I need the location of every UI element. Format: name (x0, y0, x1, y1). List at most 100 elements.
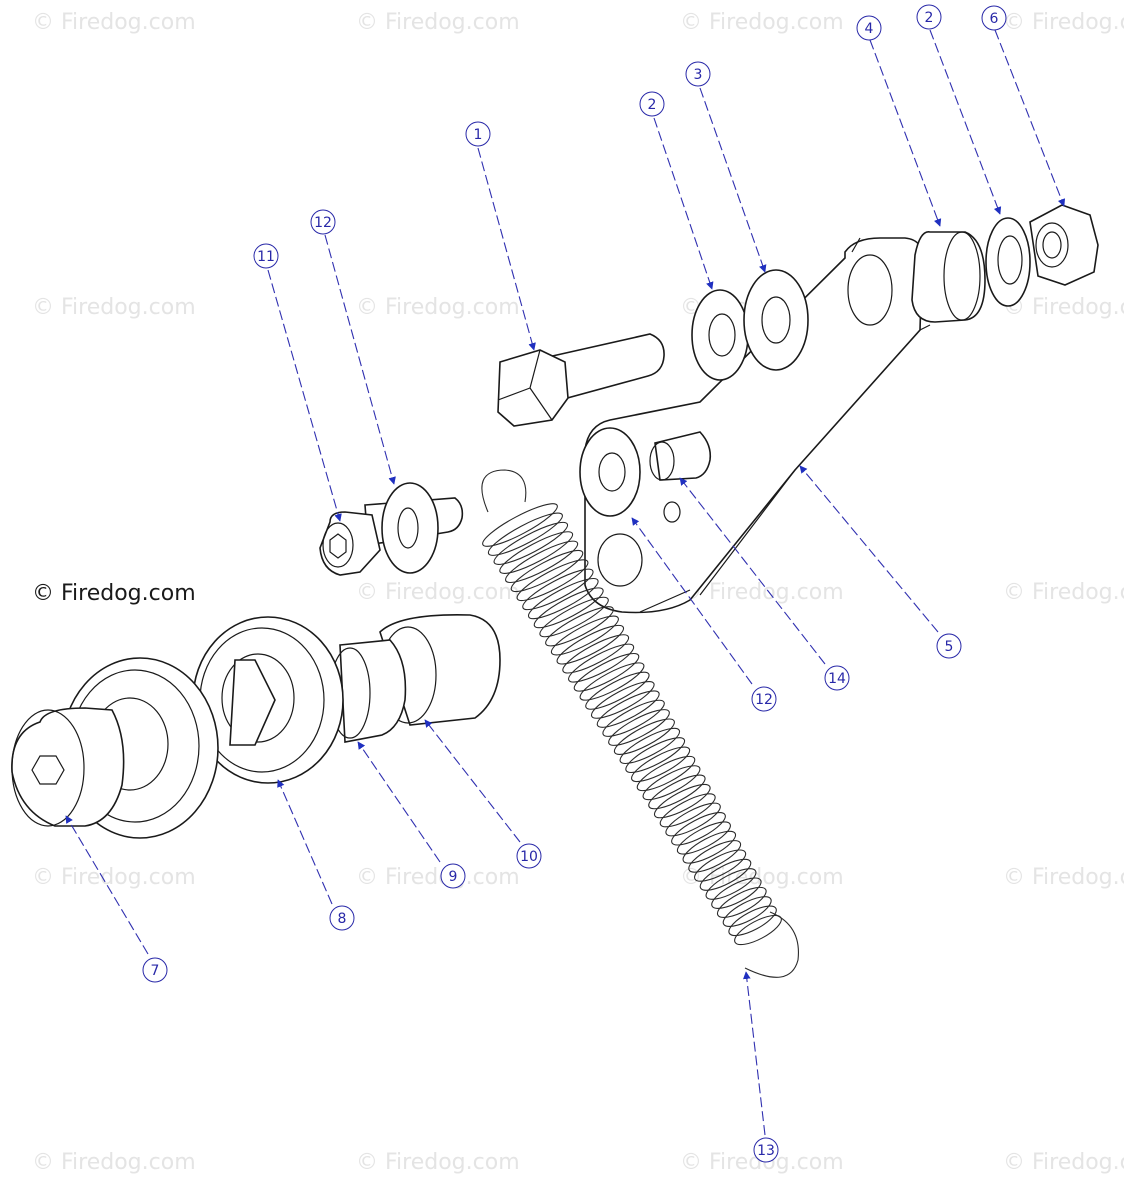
spring-coil (510, 549, 584, 593)
spring-coil (585, 671, 650, 710)
spring-coil (682, 830, 737, 864)
spring-coil (505, 540, 579, 583)
spring-coil (671, 812, 726, 846)
spring-coil (613, 718, 675, 755)
callout-1: 1 (465, 121, 491, 147)
callout-13-label: 13 (757, 1143, 775, 1159)
callout-2a: 2 (639, 91, 665, 117)
spring-coil (665, 802, 721, 837)
spring-coil (676, 821, 731, 855)
washer-2-right (985, 217, 1031, 307)
spring-coil (522, 568, 594, 611)
callout-14-label: 14 (828, 671, 846, 687)
spring-coil (636, 755, 696, 792)
watermark: © Firedog.com (32, 1150, 196, 1175)
leader-lines (65, 29, 1066, 1136)
watermark: © Firedog.com (356, 10, 520, 35)
watermark: © Firedog.com (1003, 1150, 1124, 1175)
spring-coil (619, 727, 681, 764)
spring-coil (545, 606, 614, 647)
callout-2b: 2 (916, 4, 942, 30)
spring-coil (716, 886, 767, 918)
callout-12b: 12 (751, 686, 777, 712)
spring-coil (499, 531, 574, 574)
spring-coils (482, 503, 782, 946)
callout-14: 14 (824, 665, 850, 691)
watermark: © Firedog.com (1003, 580, 1124, 605)
spring-coil (722, 896, 772, 927)
tensioner-arm (584, 237, 931, 614)
callout-10-label: 10 (520, 849, 538, 865)
spring-coil (699, 858, 752, 891)
spring-coil (653, 783, 711, 819)
shoulder-bolt (319, 482, 464, 576)
callout-7: 7 (142, 957, 168, 983)
bushing-14 (649, 431, 712, 481)
hex-bolt (497, 333, 665, 427)
callout-5: 5 (936, 633, 962, 659)
spring-coil (573, 652, 640, 692)
spring-coil (602, 699, 665, 737)
watermark: © Firedog.com (356, 1150, 520, 1175)
washer-2-middle (691, 289, 749, 381)
callout-8-label: 8 (338, 911, 347, 927)
callout-6: 6 (981, 5, 1007, 31)
spring-coil (728, 905, 777, 937)
watermark: © Firedog.com (1003, 10, 1124, 35)
callout-1-label: 1 (474, 127, 483, 143)
callout-8: 8 (329, 905, 355, 931)
spring-coil (539, 596, 609, 638)
roller-assembly (11, 614, 501, 839)
spacer-4 (911, 231, 986, 323)
watermark: © Firedog.com (680, 10, 844, 35)
spring-coil (493, 521, 569, 565)
watermark: © Firedog.com (356, 295, 520, 320)
spring-coil (562, 634, 630, 674)
spring-coil (625, 737, 686, 774)
watermark: © Firedog.com (356, 580, 520, 605)
spring-coil (533, 587, 604, 629)
callout-11-label: 11 (257, 249, 275, 265)
spring-coil (688, 840, 742, 873)
callout-5-label: 5 (945, 639, 954, 655)
watermark: © Firedog.com (356, 865, 520, 890)
spring-coil (608, 709, 670, 746)
spring-coil (648, 774, 706, 810)
spring-coil (694, 849, 747, 882)
spring-coil (711, 877, 762, 909)
washer-12-arm (579, 427, 641, 517)
extension-spring (481, 469, 799, 978)
spring-coil (550, 615, 619, 656)
spring-coil (590, 681, 655, 719)
watermark: © Firedog.com (32, 865, 196, 890)
callout-4-label: 4 (865, 21, 874, 37)
watermark: © Firedog.com (1003, 865, 1124, 890)
watermark: © Firedog.com (680, 580, 844, 605)
callout-4: 4 (856, 15, 882, 41)
callout-3: 3 (685, 61, 711, 87)
spring-coil (556, 624, 625, 665)
spring-coil (642, 765, 701, 801)
watermark: © Firedog.com (32, 295, 196, 320)
callout-12a: 12 (310, 209, 336, 235)
callout-2a-label: 2 (648, 97, 657, 113)
hex-nut (1029, 204, 1099, 286)
spring-coil (579, 662, 645, 701)
spring-coil (659, 793, 716, 828)
callout-9-label: 9 (449, 869, 458, 885)
spring-coil (705, 868, 757, 900)
spring-coil (568, 643, 635, 683)
callout-11: 11 (253, 243, 279, 269)
callout-13: 13 (753, 1137, 779, 1163)
callout-12a-label: 12 (314, 215, 332, 231)
spring-coil (487, 512, 563, 556)
callout-2b-label: 2 (925, 10, 934, 26)
callout-12b-label: 12 (755, 692, 773, 708)
spring-coil (734, 914, 782, 946)
callout-6-label: 6 (990, 11, 999, 27)
callout-3-label: 3 (694, 67, 703, 83)
spring-coil (516, 559, 589, 602)
spring-coil (482, 503, 558, 547)
spring-coil (527, 578, 599, 620)
